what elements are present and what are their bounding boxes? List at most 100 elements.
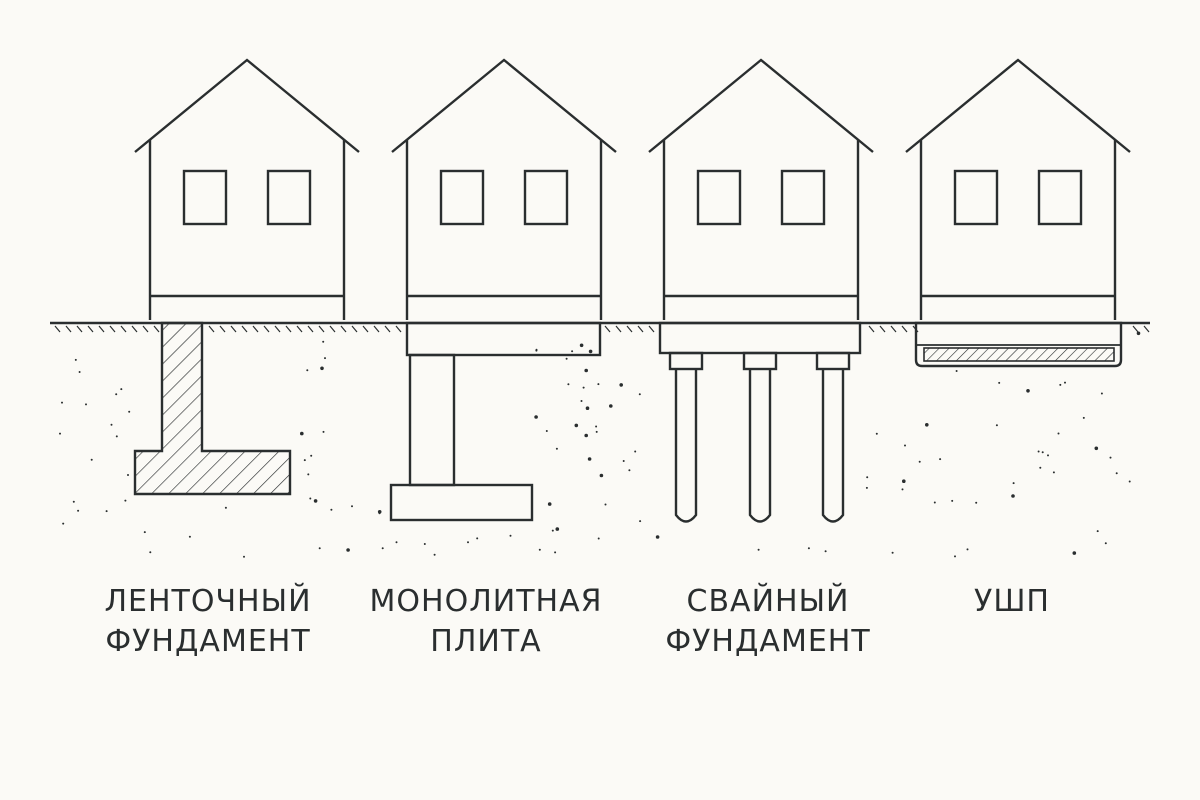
soil-dot — [476, 537, 479, 540]
soil-dot — [1011, 494, 1015, 498]
ground-tick — [153, 325, 160, 333]
soil-dot — [904, 444, 906, 447]
ground-tick — [296, 325, 303, 333]
soil-dot — [597, 537, 600, 540]
ground-tick — [351, 325, 358, 333]
soil-dot — [534, 415, 538, 419]
soil-dot — [433, 553, 436, 556]
soil-dot — [901, 488, 904, 491]
ground-tick — [98, 325, 105, 333]
soil-dot — [330, 508, 333, 511]
soil-dot — [62, 522, 65, 525]
soil-dot — [638, 393, 641, 396]
soil-dot — [565, 357, 568, 360]
soil-dot — [243, 555, 245, 558]
soil-dot — [824, 550, 827, 553]
soil-dot — [595, 425, 598, 428]
soil-dot — [538, 548, 541, 551]
ground-tick — [1143, 325, 1150, 333]
soil-dot — [77, 509, 80, 512]
pile-foundation — [658, 321, 862, 523]
soil-dot — [124, 499, 127, 502]
soil-dot — [609, 404, 613, 408]
ground-tick — [912, 325, 919, 333]
soil-dot — [313, 499, 318, 503]
soil-dot — [1059, 383, 1062, 386]
ground-tick — [604, 325, 611, 333]
soil-dot — [105, 510, 108, 513]
soil-dot — [595, 430, 598, 433]
soil-dot — [143, 531, 146, 534]
label-ushp-line1: УШП — [974, 584, 1050, 619]
soil-dot — [574, 423, 579, 428]
label-pile-line2: ФУНДАМЕНТ — [665, 624, 871, 659]
ground-tick — [230, 325, 237, 333]
soil-dot — [995, 424, 998, 427]
soil-dot — [951, 499, 954, 502]
ground-tick — [648, 325, 655, 333]
ground-tick — [285, 325, 292, 333]
soil-dot — [628, 469, 631, 472]
soil-texture — [59, 331, 1141, 558]
soil-dot — [188, 535, 191, 538]
soil-dot — [1064, 381, 1066, 384]
ground-tick — [87, 325, 94, 333]
ground-tick — [208, 325, 215, 333]
soil-dot — [918, 460, 921, 463]
soil-dot — [120, 388, 123, 391]
ground-tick — [890, 325, 897, 333]
ground-tick — [54, 325, 61, 333]
soil-dot — [85, 403, 87, 406]
soil-dot — [1037, 450, 1040, 453]
soil-dot — [324, 357, 326, 360]
label-pile-foundation: СВАЙНЫЙ ФУНДАМЕНТ — [618, 582, 918, 662]
soil-dot — [891, 551, 894, 554]
strip-foundation — [133, 321, 292, 496]
soil-dot — [1104, 542, 1107, 545]
soil-dot — [1072, 551, 1077, 555]
soil-dot — [865, 486, 868, 489]
soil-dot — [1100, 392, 1103, 395]
soil-dot — [875, 432, 878, 435]
ground-tick — [373, 325, 380, 333]
soil-dot — [309, 497, 312, 500]
ground-tick — [637, 325, 644, 333]
soil-dot — [554, 551, 557, 554]
soil-dot — [1052, 471, 1055, 474]
ground-tick — [263, 325, 270, 333]
soil-dot — [584, 368, 588, 373]
soil-dot — [1128, 480, 1131, 483]
ground-tick — [901, 325, 908, 333]
soil-dot — [597, 383, 600, 386]
soil-dot — [933, 501, 936, 504]
ground-surface-hatch — [54, 325, 1150, 333]
soil-dot — [655, 535, 660, 539]
soil-dot — [90, 458, 93, 461]
soil-dot — [587, 457, 592, 461]
ground-tick — [362, 325, 369, 333]
ground-tick — [65, 325, 72, 333]
ground-tick — [868, 325, 875, 333]
ground-tick — [1132, 325, 1139, 333]
soil-dot — [318, 547, 321, 550]
soil-dot — [547, 502, 552, 506]
soil-dot — [78, 371, 81, 373]
soil-dot — [1041, 451, 1044, 454]
soil-dot — [757, 548, 760, 551]
soil-dot — [423, 543, 426, 545]
soil-dot — [1047, 454, 1049, 457]
soil-dot — [939, 458, 942, 461]
soil-dot — [381, 547, 384, 550]
ground-tick — [274, 325, 281, 333]
ground-tick — [241, 325, 248, 333]
ground-tick — [340, 325, 347, 333]
monolithic-slab-foundation — [389, 321, 602, 522]
soil-dot — [322, 430, 325, 433]
ground-tick — [879, 325, 886, 333]
soil-dot — [322, 340, 325, 343]
soil-dot — [807, 547, 810, 550]
soil-dot — [1136, 331, 1141, 336]
label-strip-foundation: ЛЕНТОЧНЫЙ ФУНДАМЕНТ — [58, 582, 358, 662]
soil-dot — [307, 473, 310, 476]
